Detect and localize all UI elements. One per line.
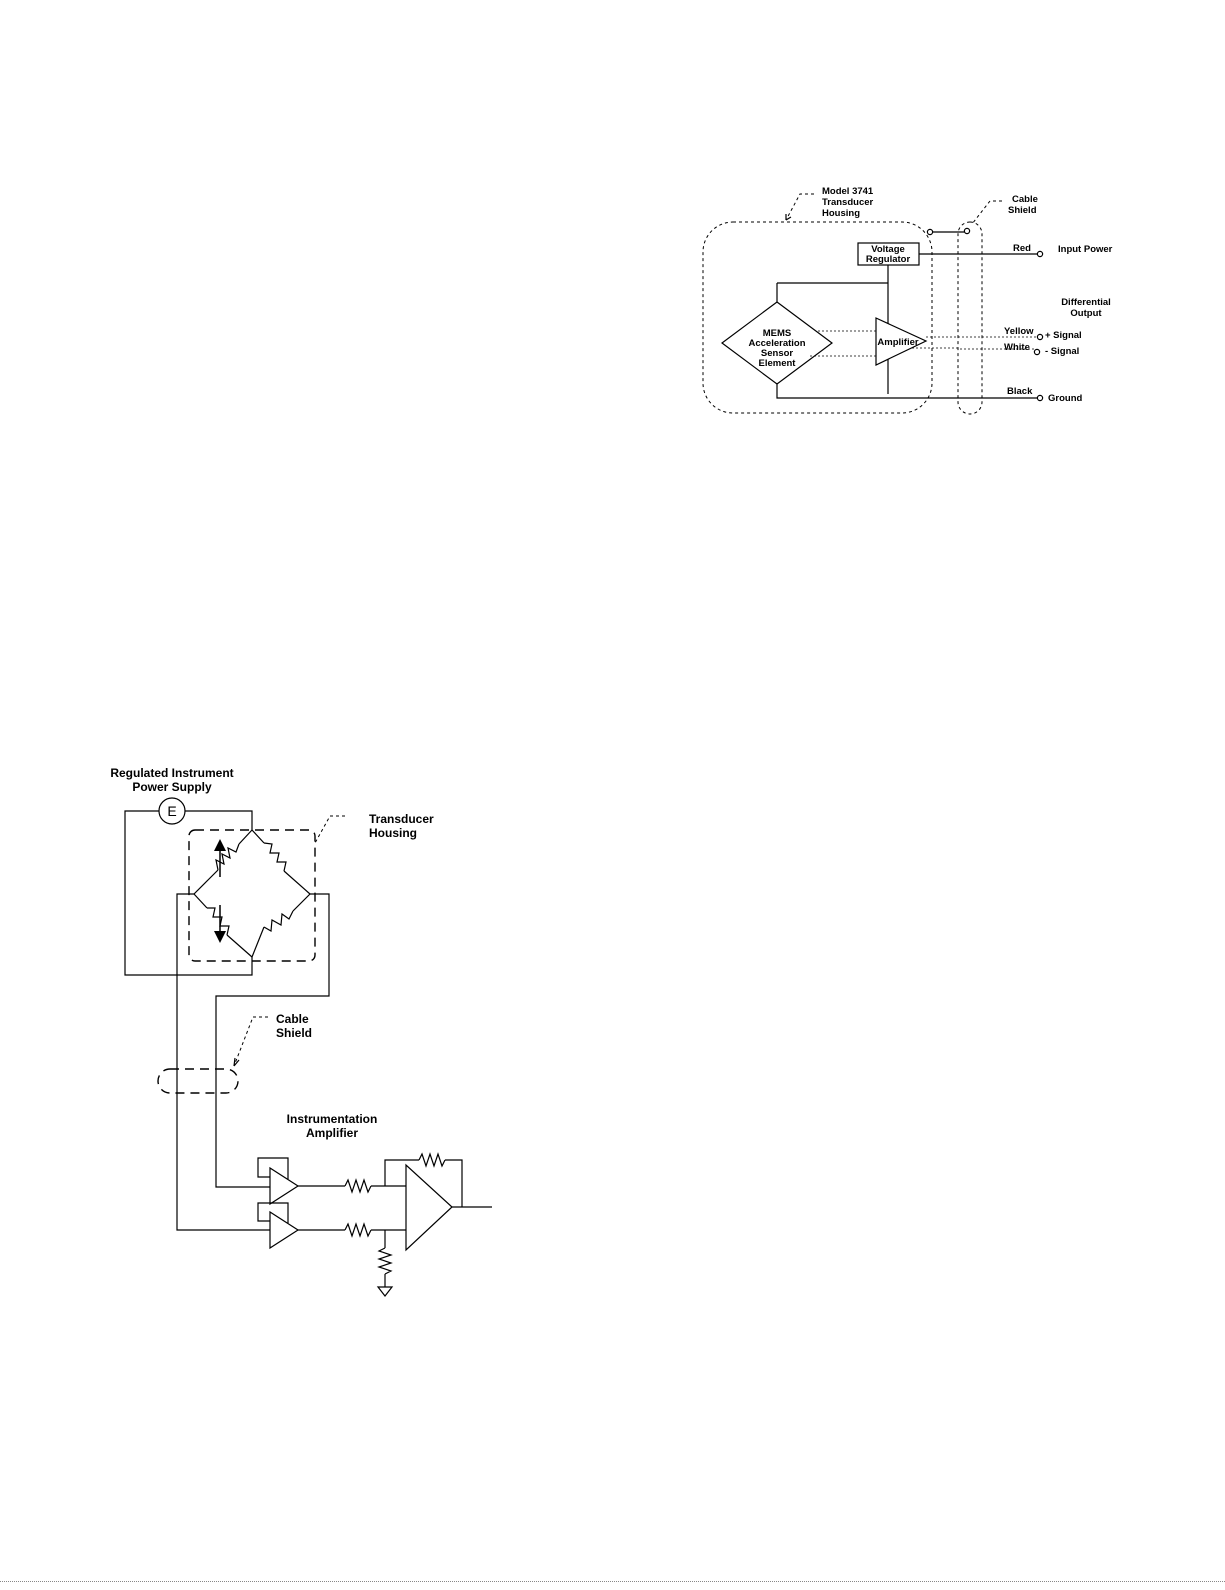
cable-shield-label-line2: Shield <box>276 1026 312 1040</box>
ground-symbol-icon <box>378 1287 392 1296</box>
bridge-arm-lr-lead-b <box>252 927 264 957</box>
input-power-terminal <box>1037 251 1042 256</box>
housing-leader-line <box>786 194 814 220</box>
bridge-arm-ur-lead-a <box>252 830 264 843</box>
signal-wire-minus <box>177 894 270 1230</box>
bridge-arm-lr-lead-a <box>293 894 310 911</box>
cable-shield-outline <box>158 1069 238 1093</box>
supply-feed-wire <box>185 811 252 830</box>
housing-label-line3: Housing <box>822 208 860 219</box>
minus-signal-label: - Signal <box>1045 346 1079 357</box>
signal-wire-plus <box>216 894 329 1187</box>
power-supply-label-line1: Regulated Instrument <box>110 766 233 780</box>
housing-label-line1: Transducer <box>369 812 434 826</box>
housing-label-line1: Model 3741 <box>822 186 874 197</box>
cable-shield-label-line1: Cable <box>1012 194 1038 205</box>
inst-amp-label-line2: Amplifier <box>306 1126 358 1140</box>
page-bottom-rule <box>0 1581 1225 1582</box>
cable-shield-label-line2: Shield <box>1008 205 1037 216</box>
resistor-input-lower <box>345 1224 371 1236</box>
housing-leader-line <box>315 816 345 843</box>
wire-label-yellow: Yellow <box>1004 326 1034 337</box>
cable-shield-leader-line <box>234 1017 268 1066</box>
bridge-arm-ul-lead-b <box>194 870 218 894</box>
amplifier-label: Amplifier <box>877 337 918 348</box>
shield-terminal-cable <box>964 228 969 233</box>
resistor-lower-right <box>264 911 293 931</box>
wire-label-red: Red <box>1013 243 1031 254</box>
minus-signal-terminal <box>1034 349 1039 354</box>
ground-wire <box>777 384 1038 398</box>
bridge-wiring-diagram: Regulated Instrument Power Supply E Tran… <box>110 766 492 1296</box>
differential-output-label-line1: Differential <box>1061 297 1111 308</box>
resistor-upper-right <box>264 843 286 871</box>
differential-output-label-line2: Output <box>1070 308 1102 319</box>
cable-shield-label-line1: Cable <box>276 1012 309 1026</box>
ground-terminal <box>1037 395 1042 400</box>
bridge-arm-ur-lead-b <box>284 871 310 894</box>
housing-label-line2: Housing <box>369 826 417 840</box>
buffer-amp-upper <box>270 1168 298 1204</box>
mems-wiring-diagram: Model 3741 Transducer Housing Cable Shie… <box>703 186 1113 414</box>
plus-signal-terminal <box>1037 334 1042 339</box>
resistor-lower-left <box>207 908 229 935</box>
diff-amp-triangle <box>406 1165 452 1250</box>
bridge-arm-ll-lead-a <box>194 894 207 908</box>
transducer-housing-outline <box>189 830 315 961</box>
bridge-arm-ll-lead-b <box>227 935 252 957</box>
bridge-arm-ul-lead-a <box>239 830 252 844</box>
resistor-feedback <box>419 1154 445 1166</box>
plus-signal-label: + Signal <box>1045 330 1082 341</box>
sensor-label-line4: Element <box>759 358 797 369</box>
excitation-source-symbol: E <box>167 803 176 819</box>
input-power-label: Input Power <box>1058 244 1113 255</box>
voltage-regulator-label-line2: Regulator <box>866 254 911 265</box>
shield-terminal-housing <box>927 229 932 234</box>
resistor-input-upper <box>345 1180 371 1192</box>
wire-label-black: Black <box>1007 386 1033 397</box>
wire-label-white: White <box>1004 342 1030 353</box>
housing-label-line2: Transducer <box>822 197 874 208</box>
power-supply-label-line2: Power Supply <box>132 780 212 794</box>
inst-amp-label-line1: Instrumentation <box>287 1112 378 1126</box>
ground-label: Ground <box>1048 393 1082 404</box>
cable-shield-leader-line <box>972 201 1002 224</box>
cable-shield-outline <box>958 222 982 414</box>
feedback-wire-right <box>445 1160 462 1207</box>
resistor-ground <box>379 1248 391 1274</box>
buffer-amp-lower <box>270 1212 298 1248</box>
